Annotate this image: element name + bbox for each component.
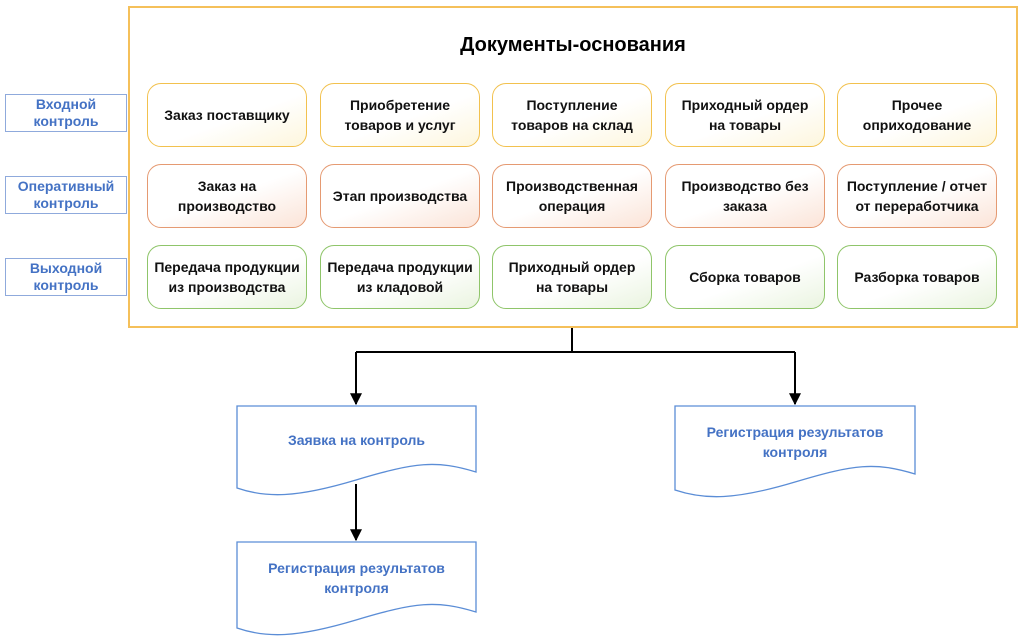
card-other-receipt: Прочее оприходование (837, 83, 997, 147)
doc-results-right: Регистрация результатов контроля (706, 424, 884, 460)
card-production-order: Заказ на производство (147, 164, 307, 228)
card-goods-assembly: Сборка товаров (665, 245, 825, 309)
card-goods-purchase: Приобретение товаров и услуг (320, 83, 480, 147)
card-production-operation: Производственная операция (492, 164, 652, 228)
card-goods-receipt: Поступление товаров на склад (492, 83, 652, 147)
doc-shape-results-right (674, 405, 916, 498)
doc-shape-control-request (236, 405, 477, 496)
card-production-no-order: Производство без заказа (665, 164, 825, 228)
card-transfer-from-storeroom: Передача продукции из кладовой (320, 245, 480, 309)
diagram-title: Документы-основания (460, 34, 686, 56)
card-production-stage: Этап производства (320, 164, 480, 228)
row-label-operational: Оперативный контроль (5, 176, 127, 214)
card-receipt-order: Приходный ордер на товары (665, 83, 825, 147)
card-processor-report: Поступление / отчет от переработчика (837, 164, 997, 228)
card-receipt-order-output: Приходный ордер на товары (492, 245, 652, 309)
doc-shape-results-left (236, 541, 477, 636)
row-label-output: Выходной контроль (5, 258, 127, 296)
doc-results-left: Регистрация результатов контроля (268, 560, 445, 596)
card-transfer-from-production: Передача продукции из производства (147, 245, 307, 309)
card-goods-disassembly: Разборка товаров (837, 245, 997, 309)
doc-control-request: Заявка на контроль (287, 432, 426, 448)
row-label-input: Входной контроль (5, 94, 127, 132)
card-supplier-order: Заказ поставщику (147, 83, 307, 147)
